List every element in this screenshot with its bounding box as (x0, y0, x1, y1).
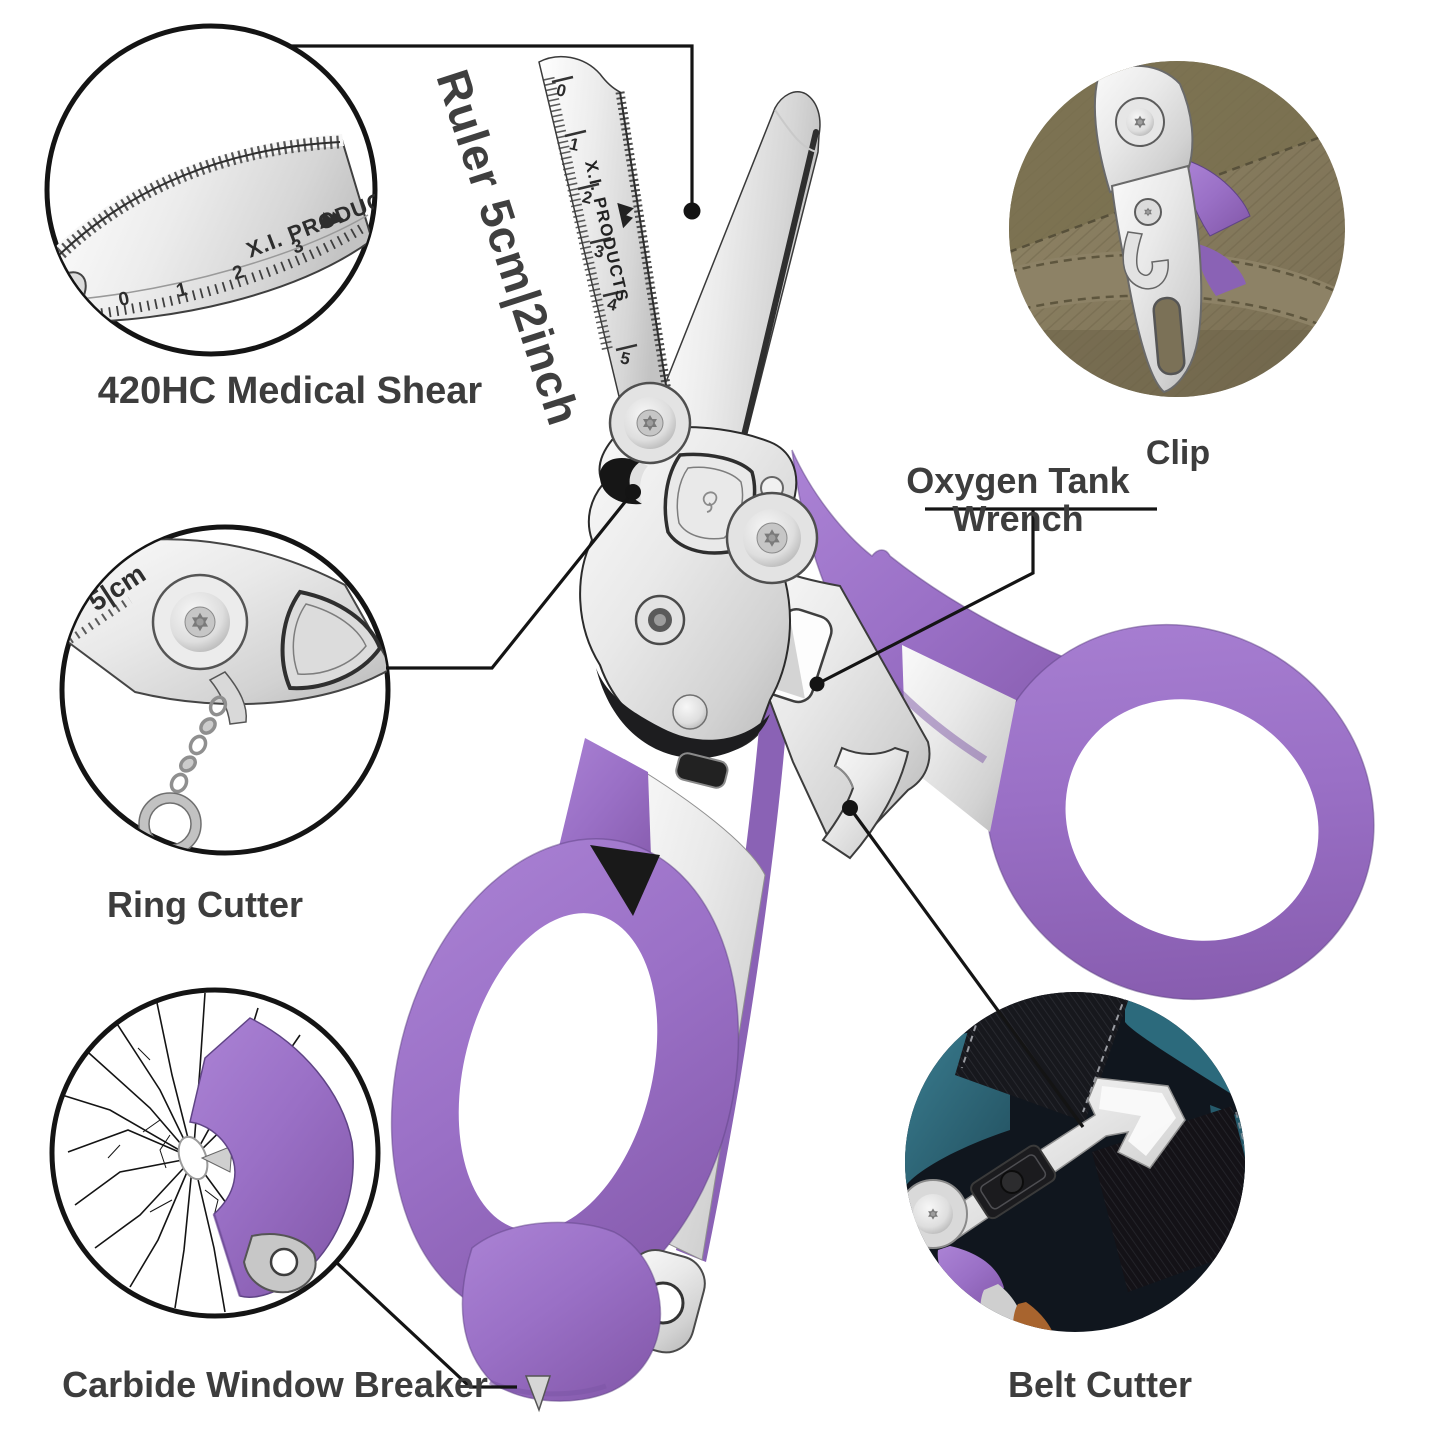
window-breaker-end (461, 1221, 662, 1402)
scissor-blade (661, 91, 821, 473)
label-oxygen-wrench: Oxygen Tank Wrench (906, 460, 1130, 539)
lower-handle (390, 558, 794, 1413)
inset-clip (1009, 61, 1345, 397)
carbide-tip-macro (200, 1145, 233, 1173)
shattered-glass (61, 992, 354, 1313)
inset-medical-shear: X.I. PRODUCTS 0 1 2 3 (44, 23, 378, 357)
label-belt-cutter: Belt Cutter (1007, 1364, 1192, 1405)
label-clip: Clip (1145, 434, 1211, 472)
label-ring-cutter: Ring Cutter (107, 884, 303, 925)
brand-logo-mountain-icon (617, 202, 634, 229)
belt-cutter-hook-macro (905, 1077, 1186, 1249)
leader-window-breaker (335, 1261, 517, 1389)
svg-text:1: 1 (567, 134, 581, 155)
right-handle-hole (1065, 699, 1319, 941)
label-window-breaker: Carbide Window Breaker (62, 1364, 488, 1405)
inset-ring-cutter: 5|cm (59, 524, 391, 856)
leader-medical-shear (288, 44, 694, 203)
ruler-numbers: 0 1 2 3 4 5 (554, 80, 632, 369)
inset-window-breaker (49, 987, 381, 1319)
raptor-shears-tool: 0 1 2 3 4 5 cm X.I. PRODUCTS (390, 55, 1375, 1413)
carbide-tip (524, 1375, 552, 1413)
clip-macro (1093, 65, 1203, 394)
brand-logo-mountain-icon (320, 211, 345, 230)
lower-handle-hole (458, 913, 658, 1231)
leader-oxygen (816, 509, 1035, 686)
pivot-cluster (579, 381, 819, 916)
inset-belt-cutter (905, 992, 1245, 1332)
svg-text:5: 5 (618, 348, 632, 369)
belt-cutter-hook (821, 746, 910, 860)
inset-ruler-number: 0 (117, 288, 132, 311)
joint-gap (596, 668, 770, 759)
svg-text:3: 3 (592, 241, 606, 262)
ruler-major-ticks (551, 75, 638, 352)
callout-dots (625, 202, 858, 816)
rivet (672, 694, 708, 730)
ring-and-chain (169, 695, 228, 794)
leader-belt-cutter (848, 807, 1085, 1128)
label-medical-shear: 420HC Medical Shear (97, 370, 483, 412)
svg-text:2: 2 (580, 187, 594, 208)
lower-handle-back-edge (676, 558, 794, 1262)
clip-hook-slot (1122, 231, 1169, 290)
callout-lines (288, 44, 1157, 1389)
svg-text:0: 0 (554, 80, 568, 101)
emboss-logo-mark (702, 491, 718, 513)
leader-ring-cutter (386, 490, 635, 670)
right-handle (791, 449, 1375, 1001)
body-slot (675, 752, 729, 789)
ruler-minor-ticks (543, 76, 614, 354)
